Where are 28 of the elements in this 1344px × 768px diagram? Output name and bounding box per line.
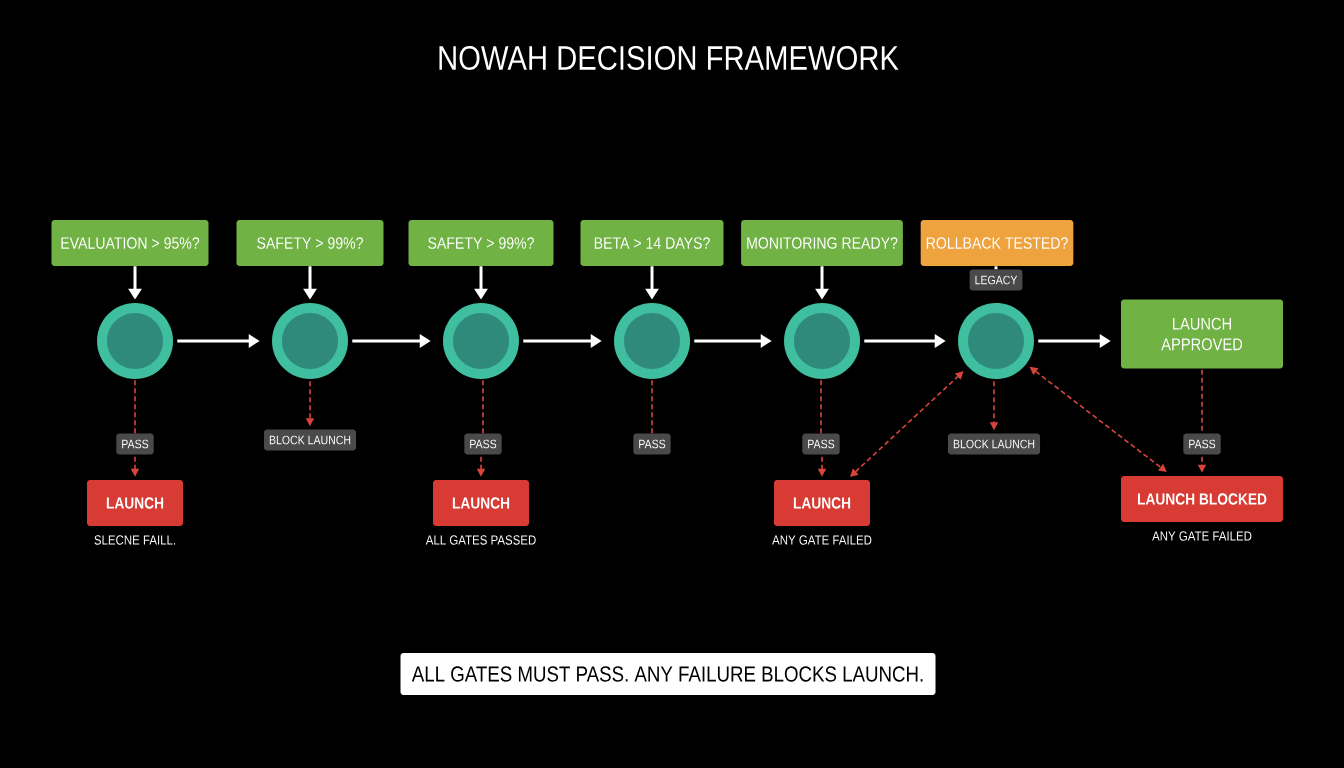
outcome-note: ANY GATE FAILED [772,535,872,545]
question-box: MONITORING READY? [741,220,903,266]
outcome-box: LAUNCH BLOCKED [1121,476,1283,522]
question-box: SAFETY > 99%? [408,220,554,266]
connector-line [820,379,822,435]
gate-circle [614,303,690,379]
connector-line [134,379,136,435]
gate-circle [958,303,1034,379]
outcome-note: ANY GATE FAILED [1152,531,1252,541]
outcome-note: SLECNE FAILL. [94,535,176,545]
note-banner: ALL GATES MUST PASS. ANY FAILURE BLOCKS LAUNCH. [400,653,936,695]
connector-line [651,379,653,435]
outcome-note: ALL GATES PASSED [425,535,536,545]
outcome-box: LAUNCH [433,480,529,526]
gate-circle [784,303,860,379]
question-box: SAFETY > 99%? [236,220,384,266]
connector-line [994,266,998,270]
connector-line [482,379,484,435]
gate-circle [97,303,173,379]
question-box: ROLLBACK TESTED? [920,220,1074,266]
outcome-box: LAUNCH APPROVED [1121,299,1283,369]
question-box: EVALUATION > 95%? [51,220,209,266]
outcome-box: LAUNCH [774,480,870,526]
gate-circle [443,303,519,379]
title: NOWAH DECISION FRAMEWORK [439,45,899,71]
gate-circle [272,303,348,379]
question-box: BETA > 14 DAYS? [580,220,724,266]
outcome-box: LAUNCH [87,480,183,526]
